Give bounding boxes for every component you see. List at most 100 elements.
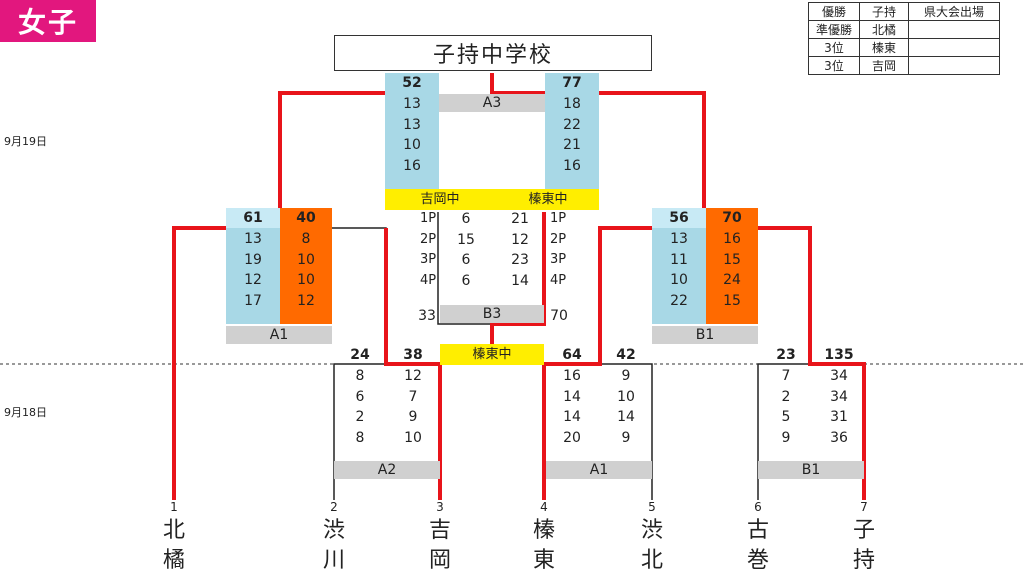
score: 13 <box>403 116 421 133</box>
score: 8 <box>355 429 365 446</box>
score: 19 <box>244 251 262 268</box>
b3-periods-right: 1P 2P 3P 4P <box>546 209 570 291</box>
a1r2-right-scores: 8 10 10 12 <box>280 229 332 311</box>
b3-left-scores: 6 15 6 6 <box>452 209 480 291</box>
a2-label: A2 <box>334 461 440 479</box>
score: 9 <box>781 429 791 446</box>
a2-right-total: 38 <box>403 347 423 363</box>
category-tag: 女子 <box>0 0 96 42</box>
a1r1-left-total: 64 <box>562 347 582 363</box>
a2-left-scores: 8 6 2 8 <box>334 366 386 448</box>
results-table: 優勝 子持 県大会出場 準優勝 北橘 3位 榛東 3位 吉岡 <box>808 2 1000 75</box>
team-name-1: 北 橘 <box>154 516 194 576</box>
team-name-2: 渋 川 <box>314 516 354 576</box>
a3-left-total: 52 <box>402 75 422 91</box>
team-char: 巻 <box>746 548 769 573</box>
score: 10 <box>617 388 635 405</box>
a1r2-label: A1 <box>226 326 332 344</box>
results-row: 3位 榛東 <box>808 38 1000 57</box>
score: 6 <box>355 388 365 405</box>
team-char: 橘 <box>162 548 185 573</box>
score: 9 <box>621 429 631 446</box>
team-char: 渋 <box>322 518 345 543</box>
results-cell: 3位 <box>808 56 860 75</box>
a2-right-scores: 12 7 9 10 <box>386 366 440 448</box>
a1r2-right-bg <box>280 208 332 324</box>
b1r2-left-head <box>652 208 706 228</box>
a1r2-left-scores: 13 19 12 17 <box>226 229 280 311</box>
win-path-4 <box>542 226 652 500</box>
period: 3P <box>419 252 437 267</box>
score: 14 <box>563 409 581 425</box>
team-char: 子 <box>852 518 875 543</box>
score: 23 <box>511 252 529 268</box>
score: 16 <box>723 231 741 247</box>
a3-right-total: 77 <box>562 75 582 91</box>
b3-team-left: 吉岡中 <box>400 189 480 210</box>
score: 8 <box>301 231 311 247</box>
team-char: 榛 <box>532 518 555 543</box>
a1r1-left-scores: 16 14 14 20 <box>544 366 600 448</box>
team-char: 川 <box>322 548 345 573</box>
team-char: 吉 <box>428 518 451 543</box>
score: 6 <box>461 211 471 227</box>
score: 15 <box>457 231 475 248</box>
score: 12 <box>511 231 529 248</box>
a3-left-scores: 13 13 10 16 <box>385 94 439 176</box>
results-row: 優勝 子持 県大会出場 <box>808 2 1000 21</box>
score: 12 <box>244 272 262 288</box>
score: 10 <box>297 272 315 288</box>
date-day2: 9月19日 <box>4 135 47 148</box>
score: 36 <box>830 429 848 446</box>
team-number: 5 <box>648 500 656 514</box>
b1r2-left-total: 56 <box>669 210 689 226</box>
score: 10 <box>670 272 688 288</box>
score: 5 <box>781 409 791 425</box>
score: 10 <box>404 429 422 446</box>
b1r1-left-scores: 7 2 5 9 <box>758 366 814 448</box>
a1r2-right-total: 40 <box>296 210 316 226</box>
a3-label: A3 <box>439 94 545 112</box>
win-path-3 <box>384 228 442 500</box>
score: 10 <box>297 251 315 268</box>
results-row: 3位 吉岡 <box>808 56 1000 75</box>
score: 24 <box>723 272 741 288</box>
results-cell: 吉岡 <box>859 56 909 75</box>
results-cell <box>908 56 1000 75</box>
b1r2-label: B1 <box>652 326 758 344</box>
score: 14 <box>511 272 529 289</box>
results-row: 準優勝 北橘 <box>808 20 1000 39</box>
team-number: 3 <box>436 500 444 514</box>
score: 2 <box>781 388 791 405</box>
score: 6 <box>461 252 471 268</box>
team-name-5: 渋 北 <box>632 516 672 576</box>
score: 6 <box>461 272 471 289</box>
b3-label: B3 <box>440 305 544 323</box>
team-char: 古 <box>746 518 769 543</box>
score: 11 <box>670 251 688 268</box>
results-cell <box>908 38 1000 57</box>
score: 34 <box>830 368 848 384</box>
period: 2P <box>419 231 437 247</box>
score: 14 <box>617 409 635 425</box>
win-path-b3 <box>490 212 546 344</box>
score: 12 <box>404 368 422 384</box>
score: 15 <box>723 251 741 268</box>
team-name-3: 吉 岡 <box>420 516 460 576</box>
line-team-6 <box>757 363 814 500</box>
score: 16 <box>563 368 581 384</box>
line-a1-loser <box>332 227 387 364</box>
champion-box: 子持中学校 <box>334 35 652 71</box>
team-number: 1 <box>170 500 178 514</box>
team-number: 4 <box>540 500 548 514</box>
score: 21 <box>511 211 529 227</box>
period: 1P <box>419 211 437 226</box>
results-cell <box>908 20 1000 39</box>
a1r2-left-head <box>226 208 280 228</box>
score: 7 <box>781 368 791 384</box>
score: 12 <box>297 292 315 309</box>
b1r1-left-total: 23 <box>776 347 796 363</box>
team-name-6: 古 巻 <box>738 516 778 576</box>
score: 34 <box>830 388 848 405</box>
